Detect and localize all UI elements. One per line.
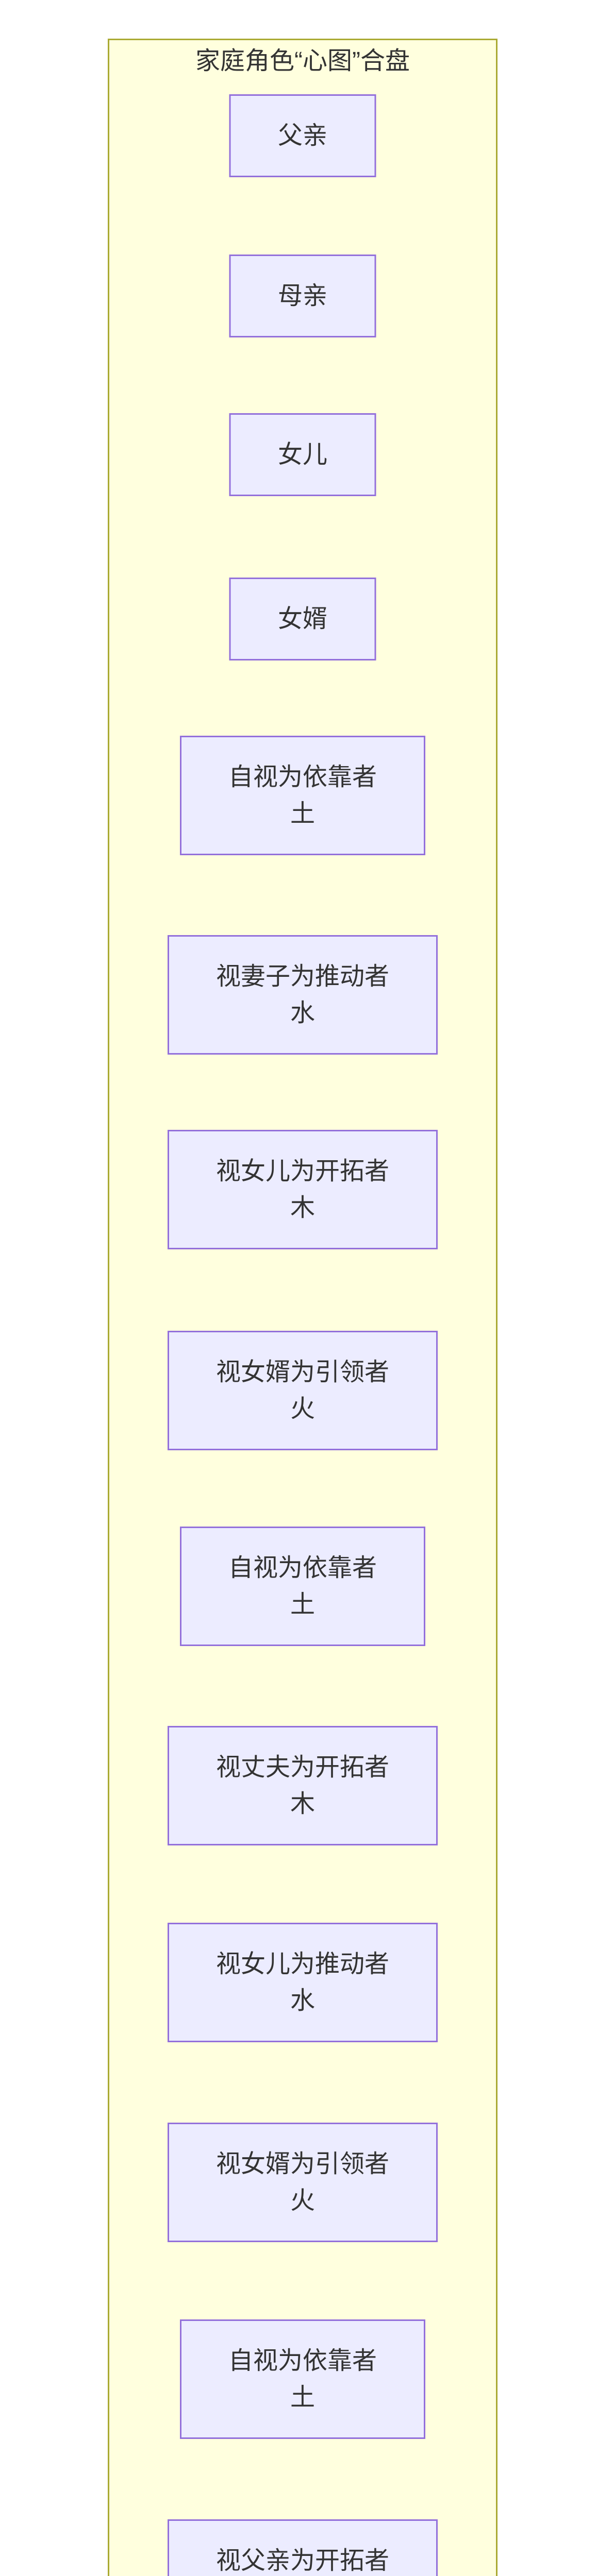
node-line: 水 bbox=[290, 999, 315, 1027]
node-line: 土 bbox=[290, 1591, 315, 1618]
node-line: 土 bbox=[290, 2384, 315, 2411]
node-father: 父亲 bbox=[229, 94, 376, 177]
node-line: 视丈夫为开拓者 bbox=[215, 1754, 389, 1781]
node-line: 自视为依靠者 bbox=[228, 764, 377, 791]
node-father-self: 自视为依靠者 土 bbox=[180, 736, 425, 855]
node-son-in-law: 女婿 bbox=[229, 578, 376, 660]
node-line: 母亲 bbox=[277, 282, 327, 310]
node-line: 女儿 bbox=[277, 441, 327, 468]
node-line: 木 bbox=[290, 1194, 315, 1222]
node-father-view-daughter: 视女儿为开拓者 木 bbox=[168, 1130, 438, 1249]
node-line: 自视为依靠者 bbox=[228, 2347, 377, 2375]
node-mother-view-daughter: 视女儿为推动者 水 bbox=[168, 1923, 438, 2042]
node-line: 视女儿为推动者 bbox=[215, 1951, 389, 1978]
node-mother-view-husband: 视丈夫为开拓者 木 bbox=[168, 1726, 438, 1845]
node-mother-self: 自视为依靠者 土 bbox=[180, 1527, 425, 1646]
cluster-family-roles-title: 家庭角色“心图”合盘 bbox=[195, 47, 410, 75]
node-line: 视妻子为推动者 bbox=[215, 963, 389, 990]
cluster-family-roles: 家庭角色“心图”合盘 父亲 母亲 女儿 女婿 自视为依靠者 土 视妻子为推动者 … bbox=[108, 39, 498, 2576]
node-father-view-son-in-law: 视女婿为引领者 火 bbox=[168, 1331, 438, 1450]
node-line: 火 bbox=[290, 2187, 315, 2214]
node-mother: 母亲 bbox=[229, 255, 376, 337]
node-line: 女婿 bbox=[277, 605, 327, 633]
node-line: 视女儿为开拓者 bbox=[215, 1158, 389, 1185]
node-daughter: 女儿 bbox=[229, 413, 376, 496]
node-line: 视父亲为开拓者 bbox=[215, 2547, 389, 2574]
node-line: 视女婿为引领者 bbox=[215, 2150, 389, 2178]
node-line: 视女婿为引领者 bbox=[215, 1359, 389, 1386]
node-line: 土 bbox=[290, 800, 315, 827]
node-line: 火 bbox=[290, 1395, 315, 1422]
node-daughter-view-father: 视父亲为开拓者 木 bbox=[168, 2519, 438, 2576]
node-line: 自视为依靠者 bbox=[228, 1554, 377, 1582]
node-mother-view-son-in-law: 视女婿为引领者 火 bbox=[168, 2123, 438, 2242]
node-line: 木 bbox=[290, 1790, 315, 1818]
node-line: 水 bbox=[290, 1987, 315, 2014]
node-line: 父亲 bbox=[277, 122, 327, 149]
node-father-view-wife: 视妻子为推动者 水 bbox=[168, 935, 438, 1055]
node-daughter-self: 自视为依靠者 土 bbox=[180, 2319, 425, 2439]
